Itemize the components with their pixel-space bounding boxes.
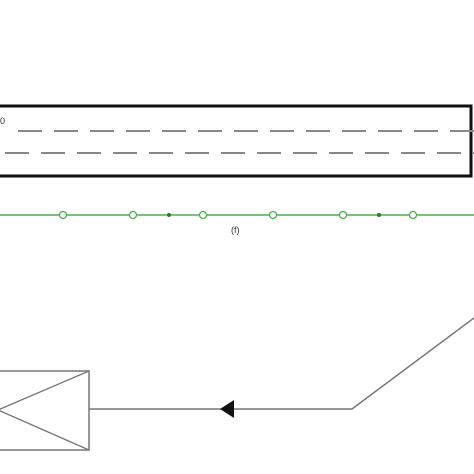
flow-direction-arrow-icon [220,400,234,418]
crossed-box-diagonal-b [0,410,90,451]
green-track-label: (f) [231,225,240,235]
open-circle-marker [198,210,208,220]
open-circle-marker [338,210,348,220]
crossed-box [0,370,90,451]
green-track-markers [58,210,418,220]
channel-outline [0,104,473,178]
open-circle-marker [58,210,68,220]
open-circle-marker [268,210,278,220]
open-circle-marker [128,210,138,220]
flow-connection-line [89,317,474,410]
crossed-box-outline [0,370,90,451]
channel-edge-label: 0 [0,116,5,126]
flow-diagram [0,317,474,451]
filled-dot-marker [377,213,381,217]
open-circle-marker [408,210,418,220]
filled-dot-marker [167,213,171,217]
green-track: (f) [0,210,474,235]
channel: 0 [0,104,474,178]
crossed-box-diagonal-a [0,370,90,410]
